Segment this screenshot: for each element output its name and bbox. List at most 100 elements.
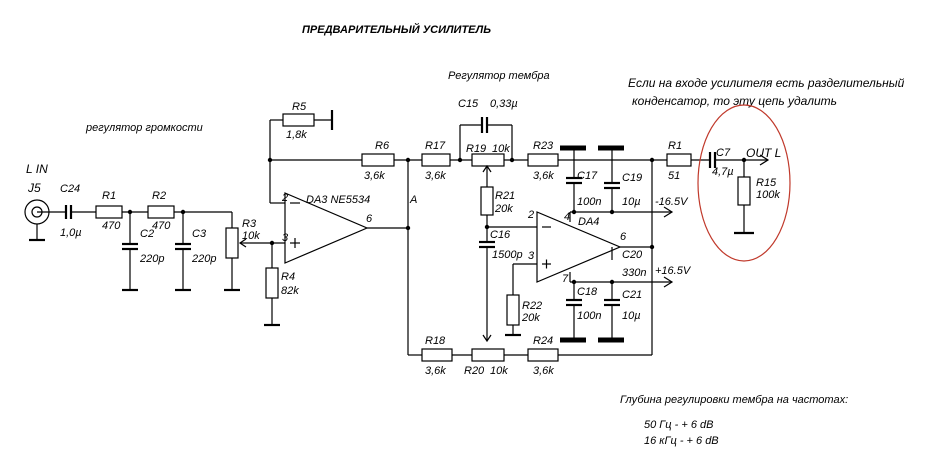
resistor-r1-input [95, 205, 123, 219]
c18-ref: C18 [577, 286, 598, 298]
opamp-da4 [536, 211, 622, 283]
c2-value: 220p [139, 253, 164, 265]
r24-ref: R24 [533, 335, 553, 347]
capacitor-c24 [64, 205, 96, 219]
r18-value: 3,6k [425, 365, 446, 377]
depth-line-1: 50 Гц - + 6 dB [644, 419, 713, 431]
opamp-da3 [284, 192, 369, 264]
r21-ref: R21 [495, 190, 515, 202]
supply-neg-label: -16.5V [655, 196, 689, 208]
r1-input-ref: R1 [102, 190, 116, 202]
r2-ref: R2 [152, 190, 166, 202]
r5-ref: R5 [292, 101, 307, 113]
r3-value: 10k [242, 230, 260, 242]
da3-ref: DA3 NE5534 [306, 194, 370, 206]
c15-value: 0,33µ [490, 98, 518, 110]
r17-value: 3,6k [425, 170, 446, 182]
c19-value: 10µ [622, 196, 641, 208]
r3-ref: R3 [242, 218, 257, 230]
resistor-r6 [361, 153, 395, 167]
r19-value: 10k [492, 143, 510, 155]
note-line-2: конденсатор, то эту цепь удалить [632, 94, 837, 108]
c20-value: 330n [622, 267, 646, 279]
resistor-r5 [282, 113, 315, 127]
c7-ref: C7 [716, 147, 731, 159]
da3-feedback-wiring [267, 110, 362, 204]
c20-ref: C20 [622, 249, 643, 261]
resistor-r21 [480, 186, 494, 216]
supply-decoupling-top [560, 145, 674, 222]
c19-ref: C19 [622, 172, 642, 184]
r19-ref: R19 [466, 143, 486, 155]
jack-ref: J5 [27, 181, 41, 195]
r4-value: 82k [281, 285, 299, 297]
diagram-title: ПРЕДВАРИТЕЛЬНЫЙ УСИЛИТЕЛЬ [302, 23, 491, 36]
pin-label: 2 [527, 209, 534, 221]
da4-output-wiring [620, 157, 655, 355]
supply-decoupling-bottom [560, 272, 674, 343]
c15-ref: C15 [458, 98, 479, 110]
pin-label: 6 [620, 231, 627, 243]
resistor-r23 [527, 153, 559, 167]
output-network [691, 152, 770, 235]
c18-value: 100n [577, 310, 601, 322]
depth-line-2: 16 кГц - + 6 dB [644, 435, 719, 447]
r23-value: 3,6k [533, 170, 554, 182]
pin-label: 3 [528, 250, 535, 262]
c24-value: 1,0µ [60, 227, 82, 239]
pin-label: 4 [564, 211, 570, 223]
c16-ref: C16 [490, 229, 511, 241]
r6-value: 3,6k [364, 170, 385, 182]
pin-label: 2 [281, 192, 288, 204]
da3-output-wiring [367, 157, 422, 356]
capacitor-c3 [175, 209, 191, 292]
da3-suffix: A [409, 194, 417, 206]
removable-circuit-highlight [697, 104, 791, 262]
r20-value: 10k [490, 365, 508, 377]
resistor-r24 [527, 348, 559, 362]
input-label: L IN [26, 162, 48, 176]
r18-ref: R18 [425, 335, 446, 347]
capacitor-c2 [122, 209, 138, 292]
input-jack-symbol [24, 199, 66, 242]
r1-output-value: 51 [668, 170, 680, 182]
c16-value: 1500p [492, 249, 523, 261]
c3-value: 220p [191, 253, 216, 265]
resistor-r2 [147, 205, 175, 219]
pin-label: 6 [366, 213, 373, 225]
r2-value: 470 [152, 220, 171, 232]
r21-value: 20k [494, 203, 513, 215]
r20-ref: R20 [464, 365, 485, 377]
resistor-r4 [264, 240, 280, 327]
resistor-r18 [421, 348, 453, 362]
c17-value: 100n [577, 196, 601, 208]
resistor-r17 [421, 153, 451, 167]
potentiometer-r3 [224, 212, 285, 292]
bass-pot-network [452, 348, 652, 362]
r1-input-value: 470 [102, 220, 121, 232]
c7-value: 4,7µ [712, 166, 734, 178]
pin-label: 7 [562, 273, 569, 285]
section-volume-label: регулятор громкости [85, 122, 203, 134]
r22-value: 20k [521, 312, 540, 324]
resistor-r22 [506, 294, 520, 326]
c21-ref: C21 [622, 289, 642, 301]
r5-value: 1,8k [286, 129, 307, 141]
c17-ref: C17 [577, 170, 598, 182]
output-label: OUT L [746, 146, 781, 160]
resistor-r1-output [666, 153, 692, 167]
depth-title: Глубина регулировки тембра на частотах: [620, 394, 848, 406]
c24-ref: C24 [60, 183, 80, 195]
r4-ref: R4 [281, 271, 295, 283]
r1-output-ref: R1 [668, 140, 682, 152]
supply-pos-label: +16.5V [655, 265, 692, 277]
r23-ref: R23 [533, 140, 554, 152]
c3-ref: C3 [192, 228, 207, 240]
pin-label: 3 [282, 232, 289, 244]
section-tone-label: Регулятор тембра [448, 70, 550, 82]
r6-ref: R6 [375, 140, 390, 152]
c21-value: 10µ [622, 310, 641, 322]
r15-value: 100k [756, 189, 780, 201]
